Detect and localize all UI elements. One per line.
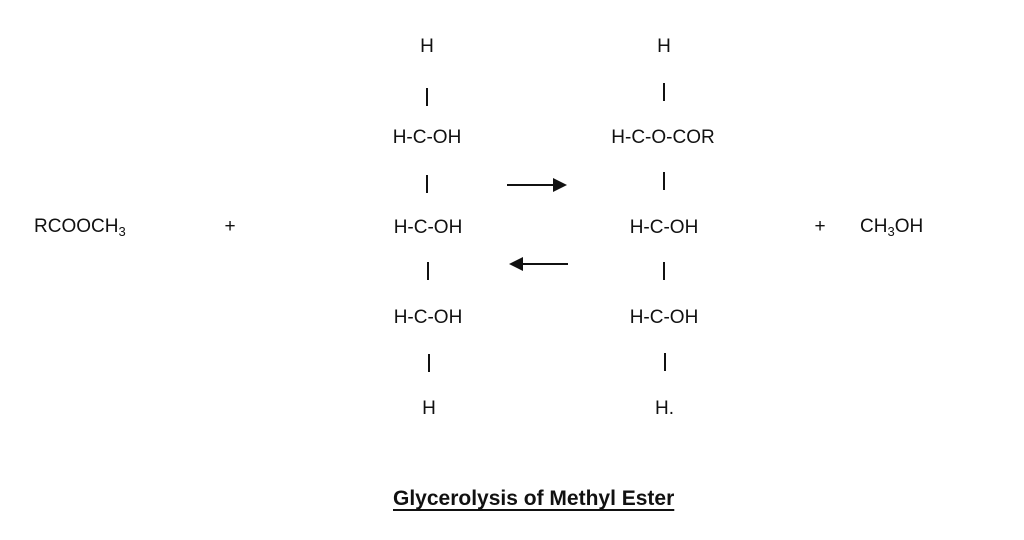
monoglyceride-bottom-h: H. [655, 398, 674, 419]
methanol-prefix: CH [860, 216, 888, 237]
glycerol-row-1: H-C-OH [392, 127, 462, 148]
monoglyceride-row-2: H-C-OH [629, 217, 699, 238]
product-methanol: CH3OH [860, 216, 924, 239]
ester-subscript: 3 [118, 224, 126, 239]
forward-arrow-icon [507, 178, 567, 192]
bond-line [428, 354, 430, 372]
glycerol-row-3: H-C-OH [393, 307, 463, 328]
bond-line [663, 83, 665, 101]
bond-line [664, 353, 666, 371]
ester-formula: RCOOCH [34, 216, 119, 237]
diagram-title: Glycerolysis of Methyl Ester [393, 487, 675, 510]
methanol-subscript: 3 [887, 224, 895, 239]
glycerol-row-2: H-C-OH [393, 217, 463, 238]
bond-line [426, 88, 428, 106]
monoglyceride-top-h: H [657, 36, 671, 57]
bond-line [427, 262, 429, 280]
plus-sign-2: + [814, 216, 826, 237]
plus-sign-1: + [224, 216, 236, 237]
monoglyceride-row-3: H-C-OH [629, 307, 699, 328]
reactant-methyl-ester: RCOOCH3 [34, 216, 126, 239]
bond-line [663, 172, 665, 190]
glycerol-top-h: H [420, 36, 434, 57]
bond-line [663, 262, 665, 280]
monoglyceride-row-1: H-C-O-COR [611, 127, 715, 148]
reverse-arrow-icon [509, 257, 568, 271]
bond-line [426, 175, 428, 193]
glycerol-bottom-h: H [422, 398, 436, 419]
methanol-suffix: OH [894, 216, 924, 237]
